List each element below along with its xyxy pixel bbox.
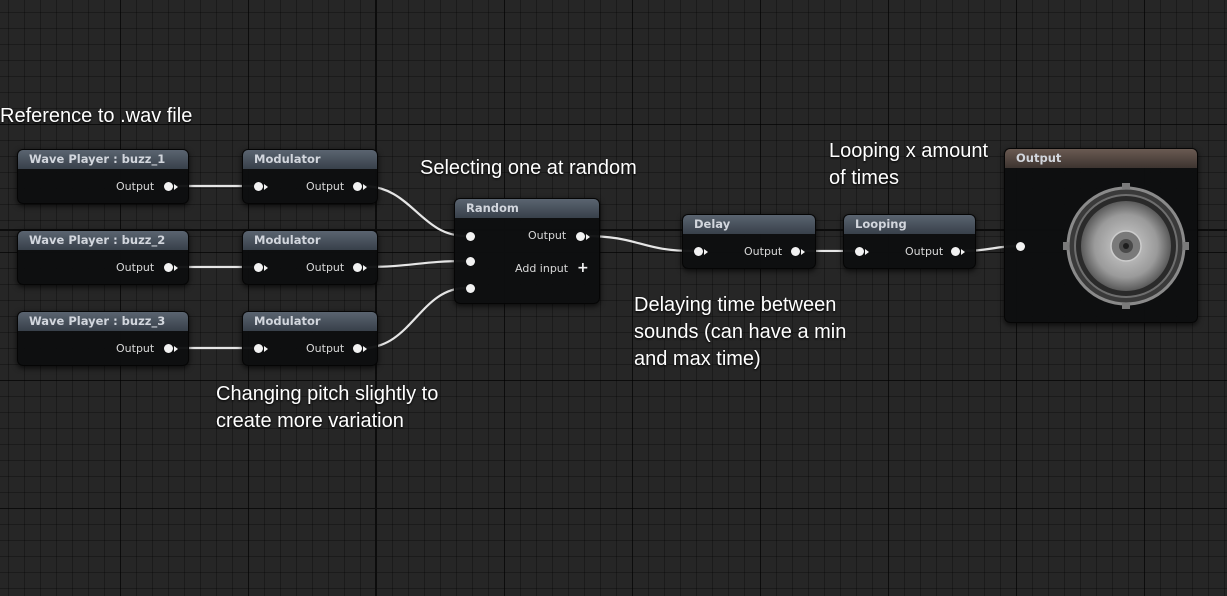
wire-mod2-random [362, 259, 467, 269]
output-pin[interactable] [576, 232, 585, 241]
input-pin[interactable] [254, 263, 263, 272]
annotation-line: of times [829, 167, 900, 189]
graph-origin-horizontal [0, 229, 1227, 231]
wire-random-delay [583, 234, 695, 253]
input-pin-3[interactable] [466, 284, 475, 293]
input-pin-arrow-icon [264, 184, 268, 190]
input-pin-arrow-icon [264, 346, 268, 352]
input-pin-1[interactable] [466, 232, 475, 241]
wave-player-node-1[interactable]: Wave Player : buzz_1 Output [17, 149, 189, 204]
output-pin[interactable] [353, 344, 362, 353]
output-pin-arrow-icon [961, 249, 965, 255]
output-pin-label: Output [744, 245, 783, 258]
annotation-line: Changing pitch slightly to [216, 383, 439, 405]
wire-mod3-random [362, 286, 467, 350]
wave-player-node-3[interactable]: Wave Player : buzz_3 Output [17, 311, 189, 366]
input-pin[interactable] [855, 247, 864, 256]
wire-mod1-random [362, 184, 467, 238]
modulator-node-1[interactable]: Modulator Output [242, 149, 378, 204]
output-pin-arrow-icon [586, 234, 590, 240]
output-pin-arrow-icon [174, 346, 178, 352]
output-pin-arrow-icon [363, 184, 367, 190]
output-pin-label: Output [306, 261, 345, 274]
annotation-line: Selecting one at random [420, 157, 637, 179]
node-title: Wave Player : buzz_1 [18, 150, 188, 169]
annotation-line: Delaying time between [634, 294, 837, 316]
annotation-delaying: Delaying time between sounds (can have a… [634, 292, 846, 373]
output-pin[interactable] [951, 247, 960, 256]
output-pin-arrow-icon [363, 265, 367, 271]
output-pin[interactable] [353, 263, 362, 272]
output-pin-label: Output [905, 245, 944, 258]
node-title: Modulator [243, 231, 377, 250]
speaker-icon [1063, 183, 1189, 309]
output-pin-label: Output [306, 180, 345, 193]
add-input-label: Add input [515, 262, 569, 275]
output-pin[interactable] [164, 263, 173, 272]
modulator-node-3[interactable]: Modulator Output [242, 311, 378, 366]
input-pin-arrow-icon [865, 249, 869, 255]
modulator-node-2[interactable]: Modulator Output [242, 230, 378, 285]
input-pin-2[interactable] [466, 257, 475, 266]
output-pin[interactable] [164, 344, 173, 353]
annotation-wav-reference: Reference to .wav file [0, 103, 192, 130]
plus-icon[interactable]: + [577, 260, 589, 276]
annotation-line: Looping x amount [829, 140, 989, 162]
output-pin-arrow-icon [174, 265, 178, 271]
input-pin[interactable] [694, 247, 703, 256]
annotation-line: and max time) [634, 348, 761, 370]
output-pin-arrow-icon [363, 346, 367, 352]
node-title: Random [455, 199, 599, 218]
annotation-line: Reference to .wav file [0, 105, 193, 127]
node-title: Modulator [243, 150, 377, 169]
annotation-line: create more variation [216, 410, 404, 432]
input-pin-arrow-icon [264, 265, 268, 271]
node-title: Wave Player : buzz_2 [18, 231, 188, 250]
random-node[interactable]: Random Output Add input + [454, 198, 600, 304]
output-pin-label: Output [116, 180, 155, 193]
output-pin-label: Output [116, 342, 155, 355]
node-title: Wave Player : buzz_3 [18, 312, 188, 331]
output-pin-label: Output [528, 229, 567, 242]
annotation-random-selection: Selecting one at random [420, 155, 637, 182]
annotation-line: sounds (can have a min [634, 321, 847, 343]
output-pin-arrow-icon [801, 249, 805, 255]
wave-player-node-2[interactable]: Wave Player : buzz_2 Output [17, 230, 189, 285]
annotation-looping: Looping x amount of times [829, 138, 988, 192]
output-pin-label: Output [116, 261, 155, 274]
input-pin-arrow-icon [704, 249, 708, 255]
node-title: Delay [683, 215, 815, 234]
graph-origin-vertical [375, 0, 377, 596]
looping-node[interactable]: Looping Output [843, 214, 976, 269]
input-pin[interactable] [1016, 242, 1025, 251]
output-pin[interactable] [164, 182, 173, 191]
input-pin[interactable] [254, 344, 263, 353]
input-pin[interactable] [254, 182, 263, 191]
output-pin-arrow-icon [174, 184, 178, 190]
output-pin-label: Output [306, 342, 345, 355]
node-title: Modulator [243, 312, 377, 331]
node-title: Looping [844, 215, 975, 234]
delay-node[interactable]: Delay Output [682, 214, 816, 269]
output-pin[interactable] [353, 182, 362, 191]
output-pin[interactable] [791, 247, 800, 256]
node-title: Output [1005, 149, 1197, 168]
output-node[interactable]: Output [1004, 148, 1198, 323]
annotation-pitch: Changing pitch slightly to create more v… [216, 381, 438, 435]
